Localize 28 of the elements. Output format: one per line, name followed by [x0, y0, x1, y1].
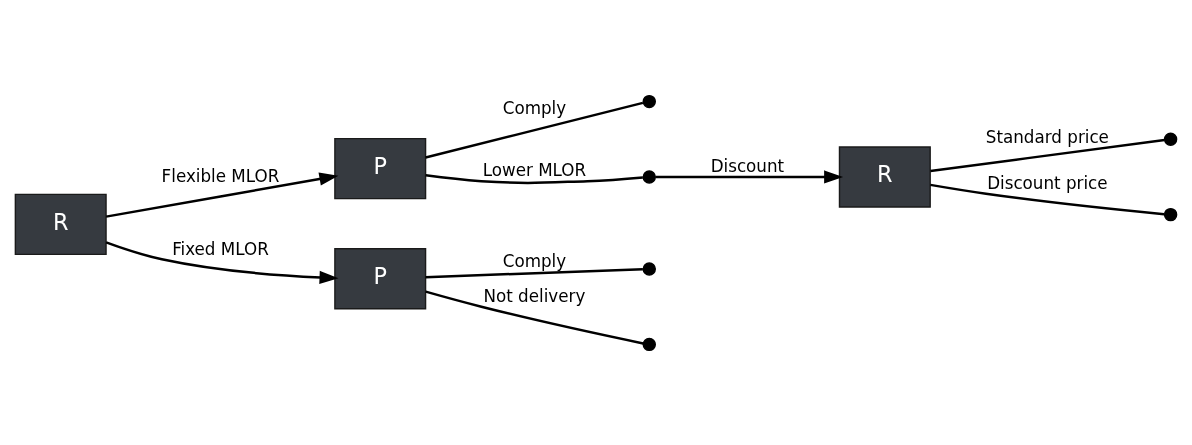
node-box: R [838, 145, 931, 208]
edge-label: Discount price [987, 172, 1108, 193]
edge-label: Comply [502, 250, 567, 271]
node-box: R [14, 193, 107, 255]
edge-label: Flexible MLOR [161, 165, 280, 186]
edge-label: Standard price [985, 126, 1109, 147]
arrow [655, 169, 844, 184]
node-circle [642, 169, 656, 184]
node-box: P [334, 137, 427, 199]
node-circle [642, 261, 656, 276]
node-box: P [334, 247, 427, 309]
connector [425, 267, 643, 278]
connector [930, 138, 1165, 172]
edge-label: Fixed MLOR [172, 238, 269, 259]
node-circle [1163, 207, 1178, 221]
connector [930, 183, 1165, 215]
arrow [105, 240, 339, 284]
arrow [105, 171, 339, 218]
edge-label: Lower MLOR [482, 159, 587, 180]
connector [425, 173, 643, 184]
edge-label: Not delivery [483, 285, 586, 306]
node-circle [1163, 132, 1178, 146]
connector [425, 101, 644, 159]
node-circle [642, 337, 656, 351]
node-circle [642, 94, 656, 108]
connector [425, 289, 644, 345]
edge-label: Comply [502, 97, 567, 118]
edge-label: Discount [710, 155, 785, 176]
